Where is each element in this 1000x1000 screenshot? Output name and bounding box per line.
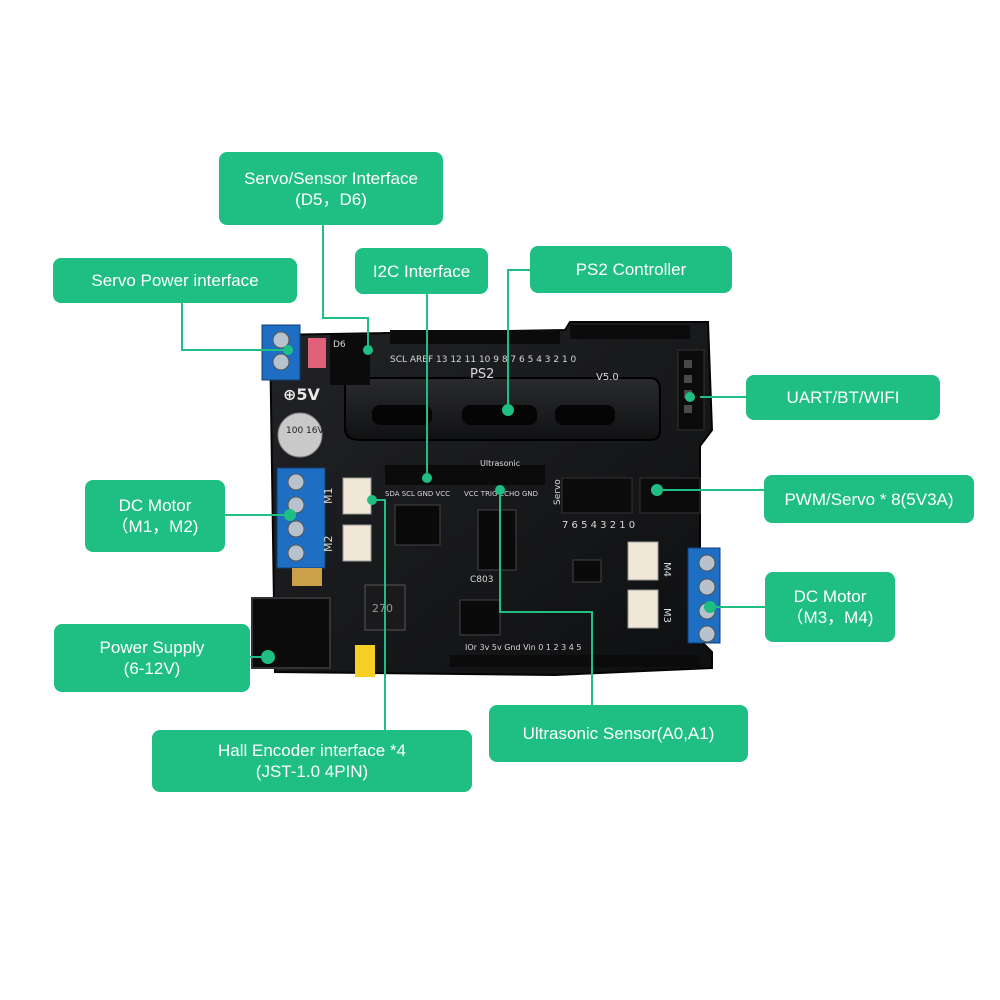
callout-hall-encoder-interface: Hall Encoder interface *4 (JST-1.0 4PIN) [152, 730, 472, 792]
callout-pwm-servo-line1: PWM/Servo * 8(5V3A) [784, 489, 954, 509]
callout-ps2-line1: PS2 Controller [575, 260, 687, 279]
m2-silk: M2 [322, 536, 335, 553]
callout-uart-line1: UART/BT/WIFI [786, 388, 900, 407]
callout-ultrasonic-sensor: Ultrasonic Sensor(A0,A1) [489, 705, 748, 762]
ps2-silk: PS2 [470, 367, 494, 382]
servo-power-terminal: D6 [261, 324, 370, 385]
m1-silk: M1 [322, 488, 335, 505]
cap-silk: 100 16V VT [286, 426, 339, 436]
callout-i2c-line1: I2C Interface [372, 261, 471, 281]
callout-servo-power-line1: Servo Power interface [91, 271, 259, 290]
callout-ps2-controller: PS2 Controller [530, 246, 732, 293]
callout-power-supply: Power Supply (6-12V) [54, 624, 250, 692]
callout-dc-motor-m1-m2: DC Motor （M1，M2) [85, 480, 225, 552]
callout-power-supply-line1: Power Supply [99, 638, 205, 657]
dc-motor-terminal-left [276, 467, 326, 569]
pwm-servo-headers: 7 6 5 4 3 2 1 0 Servo [553, 477, 701, 531]
bottom-headers: IOr 3v 5v Gnd Vin 0 1 2 3 4 5 [450, 643, 700, 667]
d6-silk: D6 [333, 340, 346, 350]
encoder-connectors-right: M4 M3 [627, 541, 672, 629]
servo-silk: Servo [553, 479, 563, 505]
ps2-connector: PS2 V5.0 [344, 367, 661, 441]
callout-dc-motor-left-line2: （M1，M2) [111, 517, 199, 536]
5v-silk: ⊕5V [283, 385, 321, 404]
header-top-silk: SCL AREF 13 12 11 10 9 8 7 6 5 4 3 2 1 0 [390, 355, 577, 365]
callout-i2c-interface: I2C Interface [355, 248, 488, 294]
callout-power-supply-line2: (6-12V) [123, 659, 181, 678]
callout-ultrasonic-line1: Ultrasonic Sensor(A0,A1) [522, 724, 715, 743]
capacitor: 100 16V VT [277, 412, 339, 458]
callout-dc-motor-left-line1: DC Motor [118, 496, 192, 515]
callout-hall-encoder-line2: (JST-1.0 4PIN) [255, 762, 369, 781]
top-headers: SCL AREF 13 12 11 10 9 8 7 6 5 4 3 2 1 0 [390, 325, 690, 365]
ultrasonic-silk: Ultrasonic [480, 459, 520, 468]
dc-motor-terminal-right [687, 547, 721, 644]
callout-dc-motor-right-line2: （M3，M4) [786, 608, 874, 627]
callout-uart-bt-wifi: UART/BT/WIFI [746, 375, 940, 420]
m3-silk: M3 [661, 608, 672, 623]
power-jack [251, 568, 331, 669]
chip-silk: C803 [470, 575, 493, 585]
version-silk: V5.0 [596, 372, 619, 383]
callout-servo-sensor-line2: (D5，D6) [295, 189, 367, 209]
callout-servo-power-interface: Servo Power interface [53, 258, 297, 303]
encoder-connectors-left: M1 M2 [322, 477, 372, 562]
callout-servo-sensor-interface: Servo/Sensor Interface (D5，D6) [219, 152, 443, 225]
header-bottom-silk: IOr 3v 5v Gnd Vin 0 1 2 3 4 5 [465, 643, 582, 652]
callout-hall-encoder-line1: Hall Encoder interface *4 [217, 741, 407, 760]
callout-dc-motor-m3-m4: DC Motor （M3，M4) [765, 572, 895, 642]
callout-pwm-servo: PWM/Servo * 8(5V3A) [764, 475, 974, 523]
ics [394, 504, 602, 636]
inductor-silk: 270 [372, 602, 393, 615]
m4-silk: M4 [661, 562, 672, 577]
yellow-jumper [355, 645, 375, 677]
servo-nums-silk: 7 6 5 4 3 2 1 0 [562, 520, 635, 531]
callout-dc-motor-right-line1: DC Motor [793, 587, 867, 606]
leader-lines [181, 222, 776, 735]
leader-dots [261, 345, 716, 664]
i2c-ultrasonic-header [385, 465, 545, 485]
i2c-pins-silk: SDA SCL GND VCC [385, 490, 450, 498]
callout-servo-sensor-line1: Servo/Sensor Interface [244, 168, 418, 188]
